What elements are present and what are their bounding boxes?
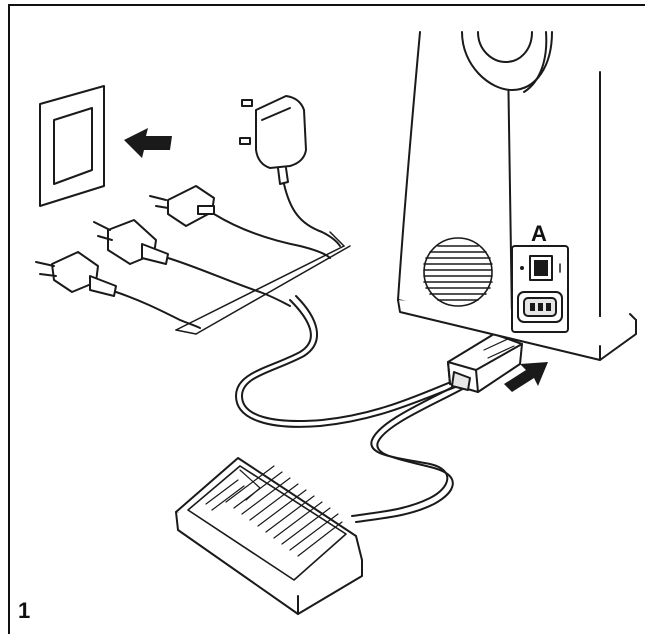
figure-number: 1 — [18, 598, 31, 623]
us-plug — [93, 219, 291, 307]
insert-arrow — [504, 362, 548, 392]
callout-a: A — [531, 221, 547, 246]
wall-socket — [39, 85, 105, 207]
foot-controller-cord — [351, 381, 469, 523]
plug-in-arrow — [124, 128, 172, 158]
foot-controller — [175, 457, 363, 615]
power-switch — [520, 255, 561, 281]
eu-round-plug — [35, 251, 201, 329]
cord-break-panel — [175, 231, 351, 335]
frame-top-rule — [8, 4, 645, 6]
power-cord — [235, 295, 459, 428]
vent-grille — [423, 237, 493, 307]
frame-left-rule — [8, 4, 10, 634]
eu-flat-plug — [149, 185, 331, 259]
handwheel — [461, 31, 553, 93]
machine-socket — [517, 291, 563, 323]
uk-plug — [239, 95, 341, 247]
